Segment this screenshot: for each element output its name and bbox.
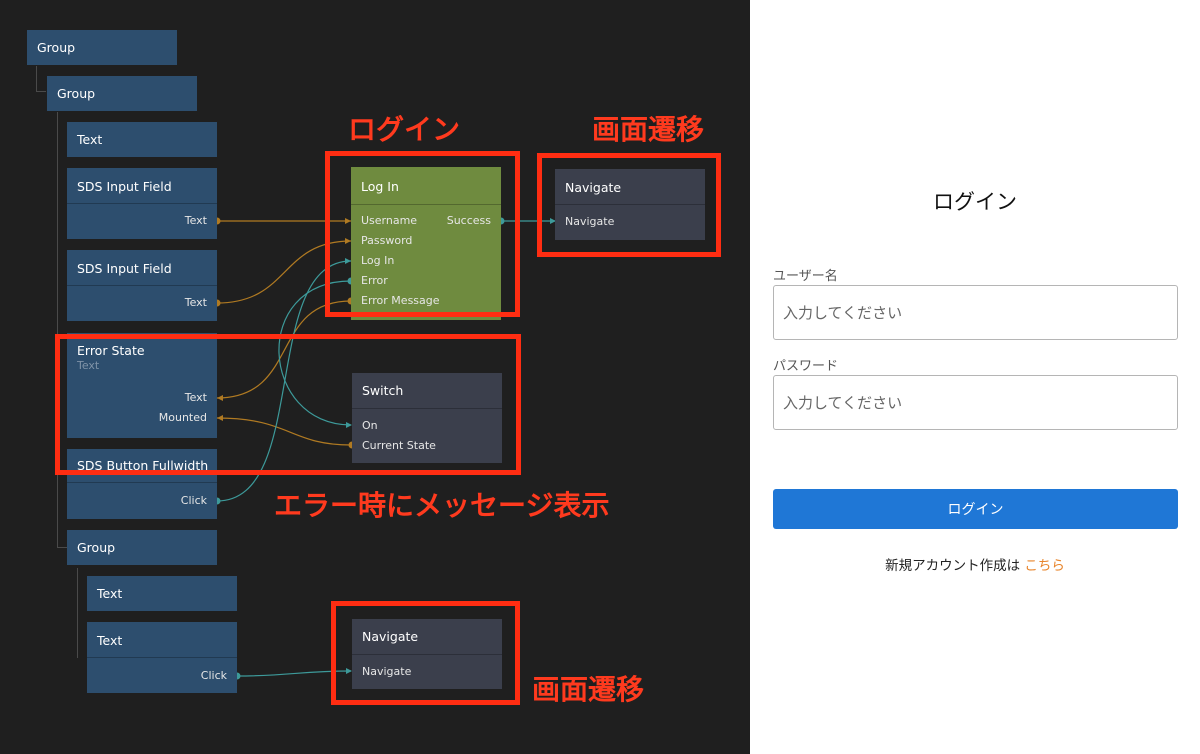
node-group[interactable]: Group xyxy=(47,76,197,111)
port-error-message[interactable]: Error Message xyxy=(361,294,440,307)
tree-line xyxy=(57,547,67,548)
node-sds-input-password[interactable]: SDS Input Field Text xyxy=(67,250,217,321)
node-divider xyxy=(67,285,217,286)
port-navigate[interactable]: Navigate xyxy=(362,665,412,678)
node-divider xyxy=(67,482,217,483)
wire-mounted xyxy=(216,417,352,446)
node-text[interactable]: Text xyxy=(67,122,217,157)
node-title: Group xyxy=(37,40,76,55)
annotation-navigate-top: 画面遷移 xyxy=(592,113,705,146)
node-title: Navigate xyxy=(565,180,622,195)
arrow-icon xyxy=(345,238,351,244)
arrow-icon xyxy=(217,415,223,421)
node-sds-button-fullwidth[interactable]: SDS Button Fullwidth Click xyxy=(67,449,217,519)
node-divider xyxy=(351,204,501,205)
node-title: Group xyxy=(57,86,96,101)
highlight-login xyxy=(325,151,520,317)
node-switch[interactable]: Switch On Current State xyxy=(352,373,502,463)
node-log-in[interactable]: Log In Username Password Log In Error Er… xyxy=(351,167,501,320)
node-title: Group xyxy=(77,540,116,555)
tree-line xyxy=(36,91,46,92)
node-title: Error State xyxy=(77,343,145,358)
port-text[interactable]: Text xyxy=(184,214,207,227)
username-label: ユーザー名 xyxy=(773,269,838,284)
annotation-navigate-bottom: 画面遷移 xyxy=(532,673,645,706)
app-preview-panel: ログイン ユーザー名 パスワード ログイン 新規アカウント作成は こちら xyxy=(750,0,1200,754)
port-error[interactable]: Error xyxy=(361,274,388,287)
password-label: パスワード xyxy=(773,359,839,374)
node-divider xyxy=(352,654,502,655)
port-log-in[interactable]: Log In xyxy=(361,254,395,267)
page-title: ログイン xyxy=(933,190,1017,214)
node-title: Text xyxy=(77,132,103,147)
password-field[interactable] xyxy=(773,375,1178,430)
arrow-icon xyxy=(346,668,352,674)
arrow-icon xyxy=(345,218,351,224)
arrow-icon xyxy=(550,218,556,224)
signup-link[interactable]: こちら xyxy=(1024,558,1065,574)
node-navigate-top[interactable]: Navigate Navigate xyxy=(555,169,705,240)
node-title: SDS Input Field xyxy=(77,261,172,276)
node-text[interactable]: Text xyxy=(87,576,237,611)
annotation-login: ログイン xyxy=(348,113,461,146)
highlight-error-state xyxy=(55,334,521,475)
login-button[interactable]: ログイン xyxy=(773,489,1178,529)
port-click[interactable]: Click xyxy=(180,494,207,507)
node-divider xyxy=(352,408,502,409)
annotation-error: エラー時にメッセージ表示 xyxy=(274,489,610,522)
arrow-icon xyxy=(345,258,351,264)
node-text-signup[interactable]: Text Click xyxy=(87,622,237,693)
node-group[interactable]: Group xyxy=(67,530,217,565)
node-subtitle: Text xyxy=(77,359,100,372)
tree-line xyxy=(36,66,37,92)
node-title: Log In xyxy=(361,179,399,194)
port-username[interactable]: Username xyxy=(361,214,418,227)
node-sds-input-username[interactable]: SDS Input Field Text xyxy=(67,168,217,239)
signup-prompt: 新規アカウント作成は こちら xyxy=(750,554,1200,574)
port-text[interactable]: Text xyxy=(184,391,207,404)
node-title: Text xyxy=(97,586,123,601)
node-divider xyxy=(67,203,217,204)
port-mounted[interactable]: Mounted xyxy=(158,411,207,424)
wire-click-navigate xyxy=(236,670,352,677)
port-current-state[interactable]: Current State xyxy=(362,439,436,452)
arrow-icon xyxy=(217,395,223,401)
username-field[interactable] xyxy=(773,285,1178,340)
highlight-navigate-bottom xyxy=(331,601,520,705)
port-navigate[interactable]: Navigate xyxy=(565,215,615,228)
node-title: SDS Button Fullwidth xyxy=(77,458,209,473)
port-on[interactable]: On xyxy=(362,419,378,432)
port-text[interactable]: Text xyxy=(184,296,207,309)
node-title: SDS Input Field xyxy=(77,179,172,194)
arrow-icon xyxy=(346,422,352,428)
tree-line xyxy=(77,568,78,658)
tree-line xyxy=(57,112,58,548)
node-group-root[interactable]: Group xyxy=(27,30,177,65)
highlight-navigate-top xyxy=(537,153,721,257)
port-password[interactable]: Password xyxy=(361,234,413,247)
wire-error-on xyxy=(278,280,352,426)
node-title: Text xyxy=(97,633,123,648)
signup-text: 新規アカウント作成は xyxy=(885,558,1021,574)
node-error-state[interactable]: Error State Text Text Mounted xyxy=(67,333,217,438)
node-title: Navigate xyxy=(362,629,419,644)
node-navigate-bottom[interactable]: Navigate Navigate xyxy=(352,619,502,689)
node-divider xyxy=(555,204,705,205)
port-success[interactable]: Success xyxy=(446,214,491,227)
node-divider xyxy=(87,657,237,658)
node-title: Switch xyxy=(362,383,404,398)
port-click[interactable]: Click xyxy=(200,669,227,682)
node-graph-canvas[interactable]: Group Group Text SDS Input Field Text SD… xyxy=(0,0,750,754)
